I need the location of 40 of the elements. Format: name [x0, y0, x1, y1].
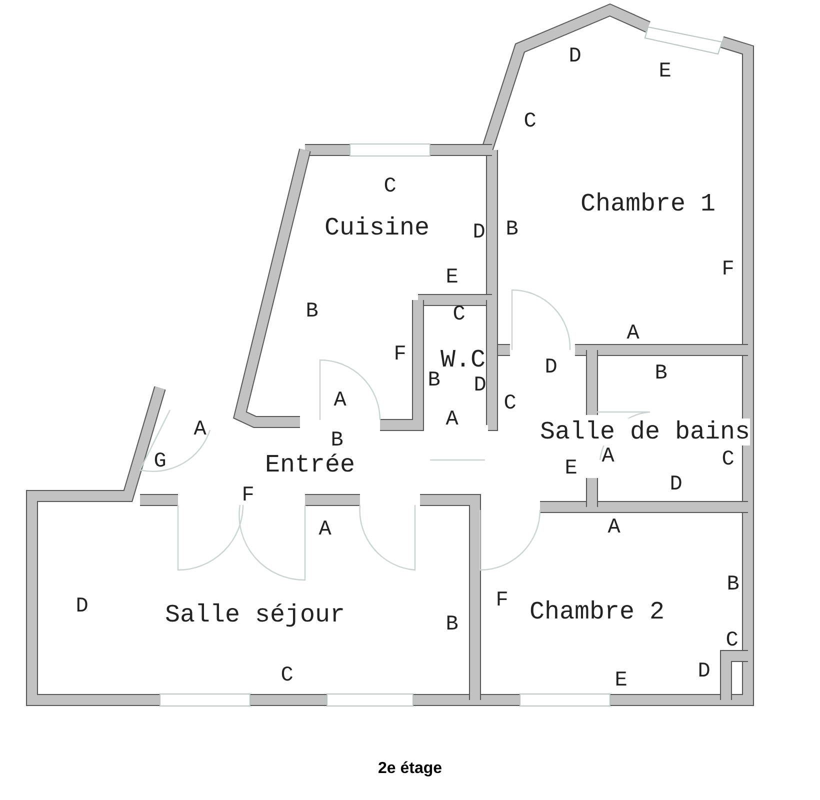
- wall-letter: E: [614, 670, 628, 692]
- wall-letter: E: [564, 458, 578, 480]
- wall-letter: A: [318, 520, 332, 540]
- wall-letter: C: [524, 112, 536, 132]
- wall-letter: B: [726, 574, 740, 596]
- wall-letter: A: [608, 518, 620, 538]
- wall-letter: D: [568, 46, 582, 68]
- wall-letter: A: [194, 420, 206, 440]
- room-name: Salle séjour: [164, 602, 346, 628]
- wall-letter: B: [654, 364, 668, 384]
- wall-letter: D: [76, 596, 88, 618]
- wall-letter: F: [242, 486, 254, 506]
- wall-letter: B: [446, 614, 458, 636]
- wall-letter: A: [446, 410, 458, 430]
- room-name: Salle de bains: [540, 418, 750, 446]
- wall-letter: C: [280, 666, 294, 686]
- wall-letter: C: [504, 394, 516, 414]
- wall-letter: B: [306, 302, 318, 322]
- wall-letter: D: [472, 222, 486, 244]
- wall-letter: G: [154, 452, 166, 472]
- wall-letter: E: [658, 62, 672, 82]
- wall-letter: F: [394, 344, 406, 366]
- wall-letter: F: [722, 260, 734, 280]
- wall-letter: D: [544, 358, 558, 378]
- wall-letter: A: [602, 446, 614, 468]
- wall-letter: A: [626, 324, 640, 344]
- wall-letter: E: [446, 268, 458, 288]
- wall-letter: D: [670, 474, 682, 496]
- floor-caption: 2e étage: [378, 760, 442, 777]
- wall-letter: D: [698, 662, 710, 682]
- wall-letter: B: [330, 430, 344, 452]
- wall-letter: C: [452, 304, 466, 326]
- wall-letter: C: [726, 630, 738, 652]
- wall-letter: C: [384, 176, 396, 198]
- wall-letter: B: [428, 370, 440, 392]
- wall-letter: D: [474, 376, 486, 396]
- wall-letter: B: [506, 220, 518, 240]
- wall-letter: F: [496, 590, 508, 612]
- wall-letter: C: [722, 450, 734, 470]
- wall-letter: A: [334, 390, 346, 412]
